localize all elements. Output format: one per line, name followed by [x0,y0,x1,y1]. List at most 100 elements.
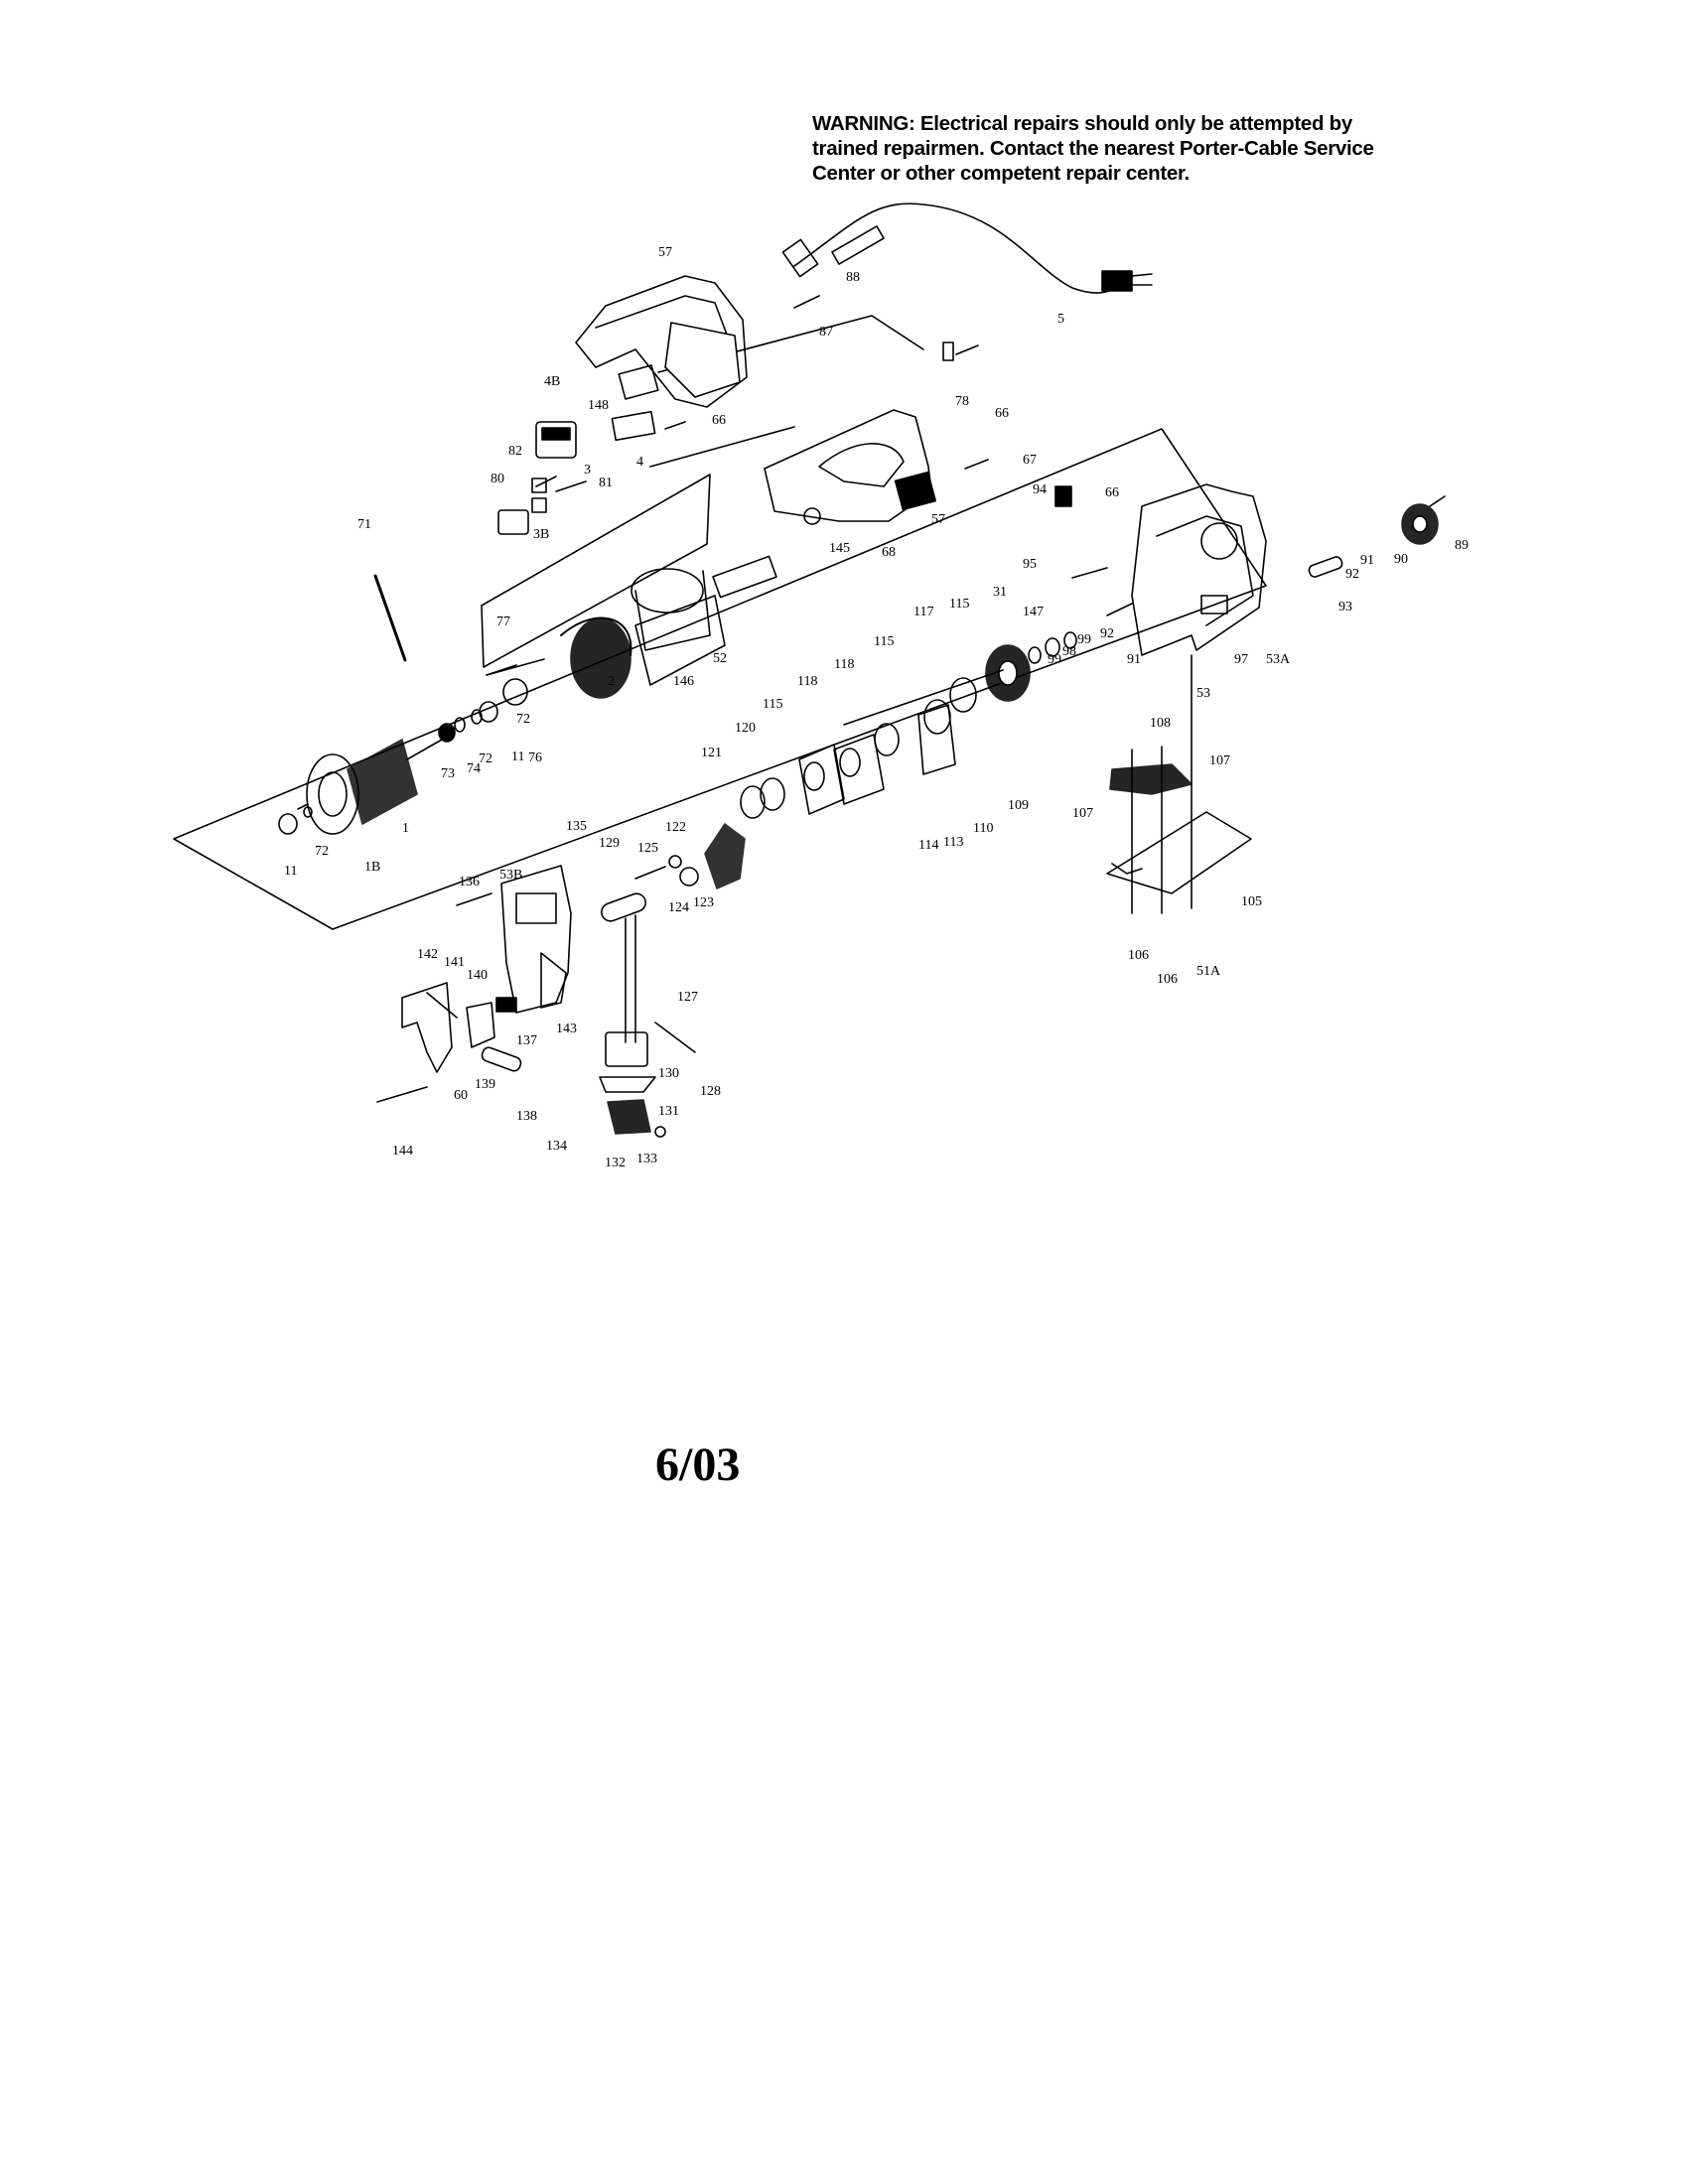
gear-case [1131,483,1267,656]
part-label-123: 123 [693,895,714,910]
cord-strain-relief [373,574,407,662]
part-label-138: 138 [516,1109,537,1124]
part-label-110: 110 [973,821,993,836]
part-label-72: 72 [315,844,329,859]
part-label-146: 146 [673,674,694,689]
part-label-95: 95 [1023,557,1037,572]
motor-field-and-housing [560,555,777,699]
part-label-97: 97 [1234,652,1248,667]
part-label-77: 77 [496,614,510,629]
part-label-1: 1 [402,821,409,836]
blade-clamp-housing [500,865,572,1014]
assembly-plane [173,428,1267,930]
part-label-4: 4 [636,455,643,470]
part-label-132: 132 [605,1156,626,1170]
part-label-137: 137 [516,1033,537,1048]
part-label-125: 125 [637,841,658,856]
part-label-87: 87 [819,325,833,340]
part-label-74: 74 [467,761,481,776]
part-label-129: 129 [599,836,620,851]
part-label-122: 122 [665,820,686,835]
base-shoe [1106,654,1252,914]
part-label-117: 117 [913,605,933,619]
part-label-89: 89 [1455,538,1469,553]
roller-guide [599,1031,666,1138]
part-label-128: 128 [700,1084,721,1099]
part-label-139: 139 [475,1077,495,1092]
part-label-133: 133 [636,1152,657,1166]
shaft-bearings [438,658,545,743]
part-label-118: 118 [797,674,817,689]
part-label-118: 118 [834,657,854,672]
part-label-5: 5 [1057,312,1064,327]
bottom-handle-half [764,409,937,522]
part-label-1B: 1B [364,860,380,875]
part-label-121: 121 [701,746,722,760]
part-label-135: 135 [566,819,587,834]
scotch-yoke [634,823,746,889]
part-label-127: 127 [677,990,698,1005]
part-label-92: 92 [1345,567,1359,582]
warning-line-3: Center or other competent repair center. [812,162,1190,185]
part-label-68: 68 [882,545,896,560]
part-label-115: 115 [874,634,894,649]
part-label-140: 140 [467,968,488,983]
part-label-67: 67 [1023,453,1037,468]
part-label-136: 136 [459,875,480,889]
part-label-81: 81 [599,476,613,490]
part-label-82: 82 [508,444,522,459]
part-label-71: 71 [357,517,371,532]
part-label-66: 66 [1105,485,1119,500]
part-label-145: 145 [829,541,850,556]
part-label-115: 115 [763,697,782,712]
part-label-120: 120 [735,721,756,736]
part-label-131: 131 [658,1104,679,1119]
part-label-147: 147 [1023,605,1044,619]
part-label-109: 109 [1008,798,1029,813]
part-label-134: 134 [546,1139,567,1154]
part-label-106: 106 [1157,972,1178,987]
plunger-plates [740,677,977,819]
part-label-73: 73 [441,766,455,781]
part-label-91: 91 [1360,553,1374,568]
part-label-105: 105 [1241,894,1262,909]
revision-date: 6/03 [655,1438,741,1491]
top-housing-half [575,275,748,408]
part-label-11: 11 [284,864,297,879]
part-label-99: 99 [1048,652,1061,667]
part-label-2: 2 [608,674,615,689]
housing-plane [481,474,711,668]
switch-assembly [497,364,659,535]
part-label-107: 107 [1209,753,1230,768]
part-label-108: 108 [1150,716,1171,731]
part-label-60: 60 [454,1088,468,1103]
part-label-52: 52 [713,651,727,666]
part-label-144: 144 [392,1144,413,1159]
part-label-53B: 53B [499,868,522,883]
armature [278,739,443,835]
warning-line-1: WARNING: Electrical repairs should only … [812,112,1352,135]
part-label-66: 66 [712,413,726,428]
part-label-94: 94 [1033,482,1047,497]
part-label-51A: 51A [1196,964,1221,979]
part-label-76: 76 [528,751,542,765]
screws [456,295,1133,906]
part-label-31: 31 [993,585,1007,600]
blade-guard [376,982,696,1103]
warning-notice: WARNING: Electrical repairs should only … [812,111,1458,186]
part-label-78: 78 [955,394,969,409]
part-label-142: 142 [417,947,438,962]
part-label-143: 143 [556,1022,577,1036]
part-label-3B: 3B [533,527,549,542]
part-label-11: 11 [511,750,524,764]
gear-and-spacers [843,631,1077,726]
counterweight [1308,495,1446,578]
part-label-130: 130 [658,1066,679,1081]
part-label-53: 53 [1196,686,1210,701]
part-label-98: 98 [1062,644,1076,659]
power-cord [781,203,1153,294]
part-label-90: 90 [1394,552,1408,567]
